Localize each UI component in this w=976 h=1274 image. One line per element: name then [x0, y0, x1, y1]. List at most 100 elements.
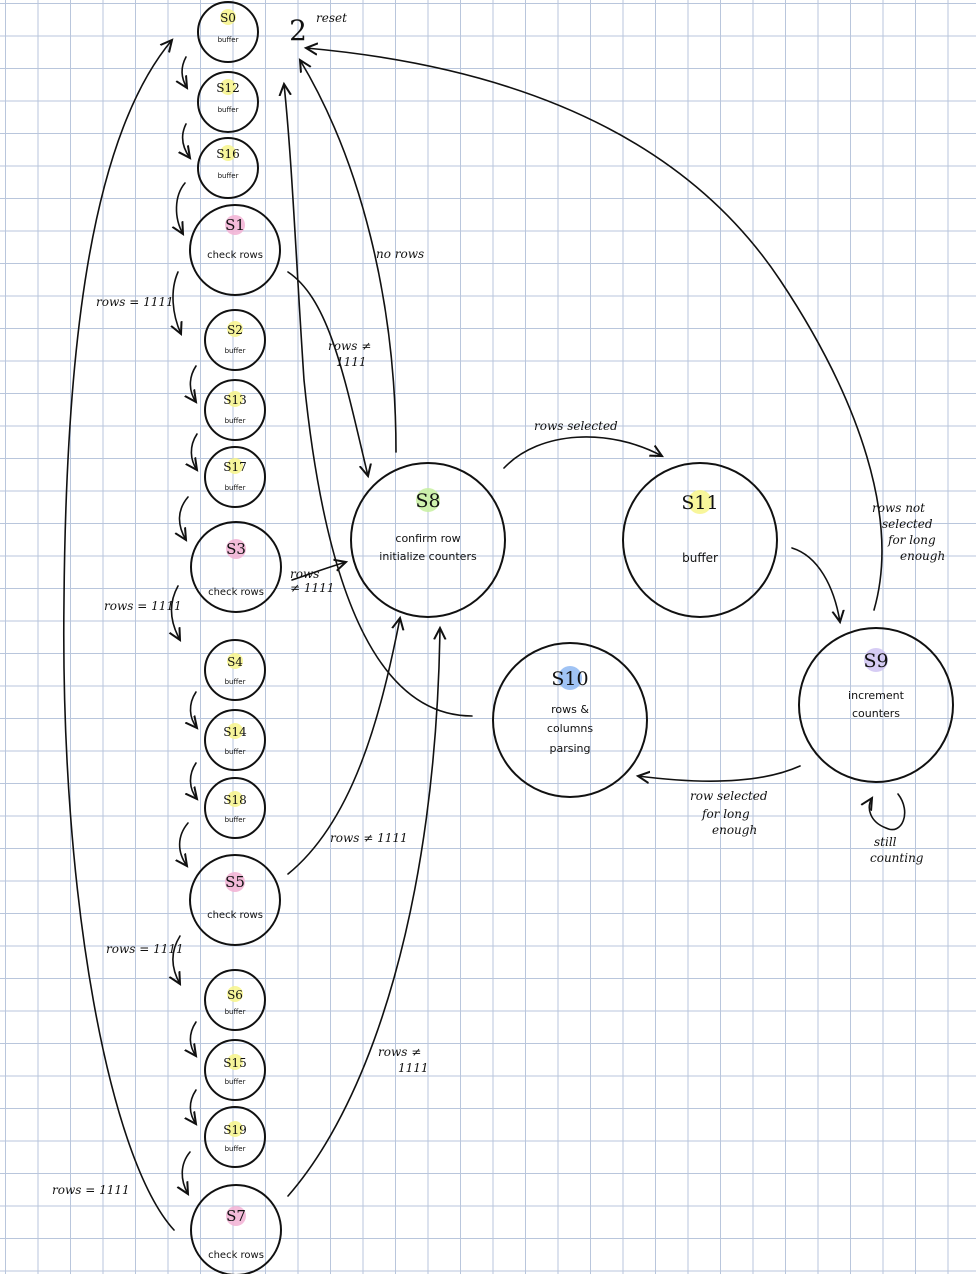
highlight-mark: [220, 145, 236, 161]
svg-text:counters: counters: [852, 707, 900, 720]
svg-text:buffer: buffer: [218, 36, 239, 44]
state-s16: S16 buffer: [197, 137, 259, 199]
svg-text:S12: S12: [216, 81, 240, 95]
svg-text:confirm row: confirm row: [395, 532, 460, 545]
svg-text:S0: S0: [220, 11, 236, 25]
svg-text:check rows: check rows: [208, 1250, 264, 1261]
svg-text:check rows: check rows: [208, 587, 264, 598]
svg-text:increment: increment: [848, 689, 905, 702]
state-s0: S0 buffer: [197, 1, 259, 63]
svg-text:columns: columns: [547, 722, 593, 735]
svg-text:buffer: buffer: [225, 678, 246, 686]
label-rows-selected: rows selected: [534, 419, 618, 433]
svg-text:S2: S2: [227, 323, 243, 337]
edge-s7-s8: [287, 628, 440, 1197]
label-rows-eq-1111-s1: rows = 1111: [96, 295, 174, 309]
svg-text:S17: S17: [223, 460, 247, 474]
edge-s16-s1: [176, 182, 186, 234]
svg-text:S4: S4: [227, 655, 243, 669]
edge-s12-s16: [183, 123, 190, 158]
highlight-mark: [227, 986, 243, 1002]
label-row-selected-long-line3: enough: [712, 823, 757, 837]
edge-s5-s6: [173, 935, 180, 984]
svg-text:check rows: check rows: [207, 910, 263, 921]
svg-text:buffer: buffer: [225, 748, 246, 756]
svg-text:buffer: buffer: [225, 347, 246, 355]
label-row-selected-long-line1: row selected: [690, 789, 768, 803]
highlight-mark: [226, 539, 246, 559]
reset-marker: 2 reset: [289, 11, 347, 47]
svg-text:buffer: buffer: [225, 484, 246, 492]
svg-text:S1: S1: [225, 216, 245, 234]
highlight-mark: [225, 215, 245, 235]
edge-s0-s12: [182, 56, 187, 88]
svg-text:check rows: check rows: [207, 250, 263, 261]
highlight-mark: [225, 872, 245, 892]
label-rows-not-selected-line3: for long: [887, 533, 936, 547]
label-rows-not-selected-line1: rows not: [872, 501, 925, 515]
label-rows-ne-s7-line1: rows ≠: [378, 1045, 421, 1059]
svg-text:S6: S6: [227, 988, 243, 1002]
reset-mark: 2: [289, 14, 307, 47]
edge-s1-s8: [287, 271, 368, 476]
highlight-mark: [227, 391, 243, 407]
state-s12: S12 buffer: [197, 71, 259, 133]
state-s4: S4 buffer: [204, 639, 266, 701]
highlight-mark: [227, 321, 243, 337]
edge-s8-reset: [300, 60, 397, 453]
svg-text:buffer: buffer: [225, 816, 246, 824]
svg-text:initialize counters: initialize counters: [379, 550, 477, 563]
label-rows-ne-s1-line1: rows ≠: [328, 339, 371, 353]
svg-text:S10: S10: [551, 668, 588, 690]
state-s9: S9 increment counters: [798, 627, 954, 783]
svg-text:S15: S15: [223, 1056, 247, 1070]
edge-s10-reset: [284, 84, 473, 717]
svg-text:S7: S7: [226, 1207, 246, 1225]
svg-text:buffer: buffer: [218, 172, 239, 180]
reset-label: reset: [316, 11, 347, 25]
edge-s8-s11: [503, 436, 662, 469]
edge-s4-s14: [190, 691, 197, 728]
label-rows-ne-s3-line1: rows: [290, 567, 319, 581]
label-rows-ne-s7-line2: 1111: [398, 1061, 429, 1075]
label-still-counting-line2: counting: [870, 851, 924, 865]
highlight-mark: [227, 723, 243, 739]
state-nodes: S0 buffer S12 buffer S16 buffer S1 check…: [189, 1, 954, 1274]
edge-s13-s17: [191, 433, 197, 470]
state-s18: S18 buffer: [204, 777, 266, 839]
edge-s17-s3: [179, 496, 189, 540]
svg-text:parsing: parsing: [550, 742, 591, 755]
highlight-mark: [220, 79, 236, 95]
svg-text:buffer: buffer: [218, 106, 239, 114]
svg-text:S16: S16: [216, 147, 240, 161]
edge-s9-self: [869, 793, 906, 831]
highlight-mark: [227, 1121, 243, 1137]
highlight-mark: [226, 1206, 246, 1226]
label-rows-not-selected-line4: enough: [900, 549, 945, 563]
svg-text:S18: S18: [223, 793, 247, 807]
highlight-mark: [227, 653, 243, 669]
state-s10: S10 rows & columns parsing: [492, 642, 648, 798]
label-row-selected-long-line2: for long: [701, 807, 750, 821]
highlight-mark: [416, 488, 440, 512]
label-rows-ne-s3-line2: ≠ 1111: [290, 581, 334, 595]
state-s17: S17 buffer: [204, 446, 266, 508]
edge-s6-s15: [190, 1021, 196, 1056]
highlight-mark: [220, 9, 236, 25]
state-s13: S13 buffer: [204, 379, 266, 441]
svg-text:S3: S3: [226, 540, 246, 558]
svg-text:buffer: buffer: [225, 1078, 246, 1086]
svg-text:rows &: rows &: [551, 703, 589, 716]
label-rows-not-selected-line2: selected: [882, 517, 933, 531]
edge-s3-s8: [291, 562, 346, 581]
highlight-mark: [688, 490, 712, 514]
highlight-mark: [227, 791, 243, 807]
edge-s7-s0: [62, 40, 175, 1231]
label-still-counting-line1: still: [874, 835, 897, 849]
svg-text:buffer: buffer: [225, 417, 246, 425]
edge-s15-s19: [190, 1089, 196, 1124]
state-s11: S11 buffer: [622, 462, 778, 618]
edge-s5-s8: [287, 618, 400, 875]
highlight-mark: [558, 666, 582, 690]
svg-text:S14: S14: [223, 725, 247, 739]
